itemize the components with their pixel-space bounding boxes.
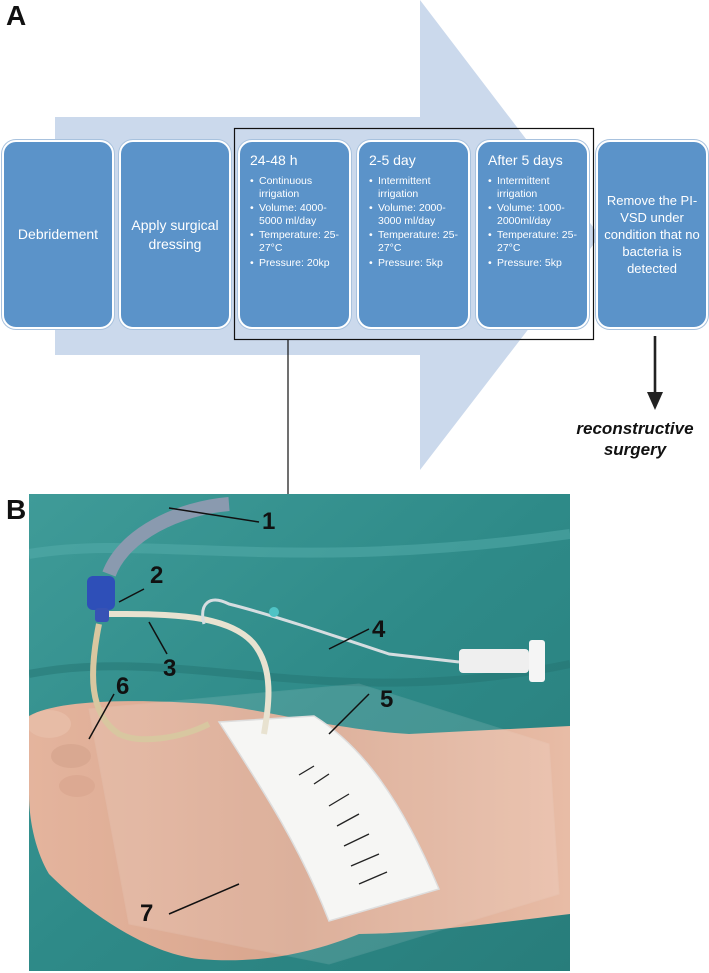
step-remove-pivsd: Remove the PI-VSD under condition that n…	[596, 140, 708, 329]
step-debridement: Debridement	[2, 140, 114, 329]
stage-item: Temperature: 25-27°C	[250, 229, 345, 254]
clinical-photo	[29, 494, 570, 971]
step-apply-dressing: Apply surgical dressing	[119, 140, 231, 329]
panel-b-label: B	[6, 494, 27, 525]
callout-4: 4	[372, 616, 386, 643]
stage-item: Volume: 1000-2000ml/day	[488, 202, 583, 227]
down-arrow-icon	[647, 336, 663, 410]
stage-item: Pressure: 20kp	[250, 257, 345, 270]
stage-item: Volume: 2000-3000 ml/day	[369, 202, 464, 227]
stage-item: Temperature: 25-27°C	[369, 229, 464, 254]
stage-item: Volume: 4000-5000 ml/day	[250, 202, 345, 227]
stage-item: Temperature: 25-27°C	[488, 229, 583, 254]
outcome-label: reconstructive surgery	[576, 419, 694, 459]
stage-24-48h: 24-48 h Continuous irrigation Volume: 40…	[238, 140, 351, 329]
stage-items: Intermittent irrigation Volume: 1000-200…	[488, 175, 583, 271]
stage-title: 24-48 h	[250, 152, 298, 168]
stage-title: After 5 days	[488, 152, 563, 168]
stage-2-5-day: 2-5 day Intermittent irrigation Volume: …	[357, 140, 470, 329]
callout-1: 1	[262, 508, 276, 535]
stage-after-5-days: After 5 days Intermittent irrigation Vol…	[476, 140, 589, 329]
stage-items: Continuous irrigation Volume: 4000-5000 …	[250, 175, 345, 271]
stage-items: Intermittent irrigation Volume: 2000-300…	[369, 175, 464, 271]
callout-5: 5	[380, 686, 394, 713]
callout-3: 3	[163, 655, 177, 682]
stage-item: Pressure: 5kp	[488, 257, 583, 270]
callout-6: 6	[116, 673, 130, 700]
callout-2: 2	[150, 562, 164, 589]
panel-a-label: A	[6, 0, 27, 31]
stage-item: Continuous irrigation	[250, 175, 345, 200]
stage-item: Pressure: 5kp	[369, 257, 464, 270]
step-apply-dressing-label: Apply surgical dressing	[131, 216, 219, 252]
stage-title: 2-5 day	[369, 152, 416, 168]
stage-item: Intermittent irrigation	[369, 175, 464, 200]
step-remove-label: Remove the PI-VSD under condition that n…	[604, 193, 700, 276]
callout-7: 7	[140, 900, 154, 927]
stage-bracket	[233, 127, 595, 494]
stage-item: Intermittent irrigation	[488, 175, 583, 200]
step-debridement-label: Debridement	[17, 226, 99, 242]
